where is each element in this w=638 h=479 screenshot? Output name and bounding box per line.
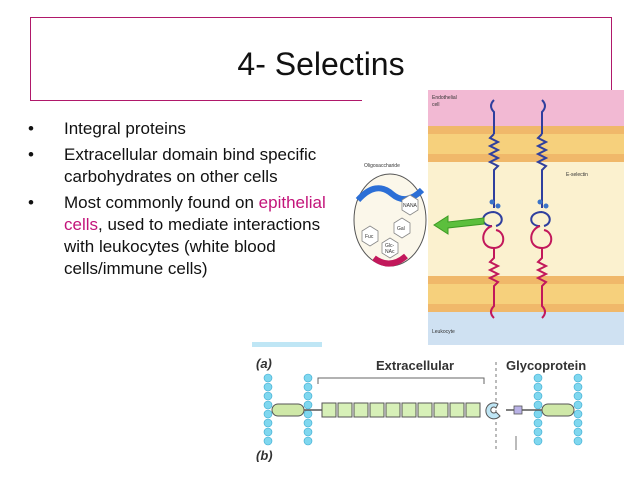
label-fuc: Fuc	[365, 234, 374, 240]
title-box: 4- Selectins	[30, 17, 612, 101]
lectin-domain-icon	[485, 402, 501, 420]
label-leukocyte: Leukocyte	[432, 329, 455, 335]
slide-title: 4- Selectins	[237, 46, 405, 82]
bullet-text: Integral proteins	[64, 119, 186, 138]
label-gal: Gal	[397, 226, 405, 232]
label-oligosaccharide: Oligosaccharide	[364, 163, 400, 169]
extracellular-domain-figure: (a) Extracellular Glycoprotein (b)	[252, 342, 586, 462]
label-glycoprotein: Glycoprotein	[506, 358, 586, 373]
label-endothelial: Endothelial	[432, 95, 457, 101]
label-e-selectin: E-selectin	[566, 172, 588, 178]
bullet-dot: •	[28, 193, 34, 212]
bullet-dot: •	[28, 119, 34, 138]
bullet-text: Most commonly found on	[64, 193, 259, 212]
bullet-text: Extracellular domain bind specific carbo…	[64, 145, 317, 186]
selectin-binding-figure: Endothelial cell E-selectin Leukocyte Ol…	[353, 90, 624, 345]
bullet-item: • Extracellular domain bind specific carb…	[26, 144, 326, 188]
label-cell: cell	[432, 102, 440, 108]
bullet-list: • Integral proteins • Extracellular domain…	[26, 118, 326, 284]
label-glcnac-2: NAc	[385, 249, 395, 255]
bullet-item: • Integral proteins	[26, 118, 326, 140]
bullet-dot: •	[28, 145, 34, 164]
bullet-item: • Most commonly found on epithelial cells…	[26, 192, 326, 280]
bullet-text-continued: , used to mediate interactions with leuk…	[64, 215, 321, 278]
panel-b-label: (b)	[256, 448, 273, 462]
label-extracellular: Extracellular	[376, 358, 454, 373]
label-glcnac: Glc-	[385, 243, 395, 249]
arrow-icon	[433, 215, 485, 235]
label-nana: NANA	[403, 203, 418, 209]
highlighted-text: epithelial cells	[64, 193, 326, 234]
panel-a-label: (a)	[256, 356, 272, 371]
